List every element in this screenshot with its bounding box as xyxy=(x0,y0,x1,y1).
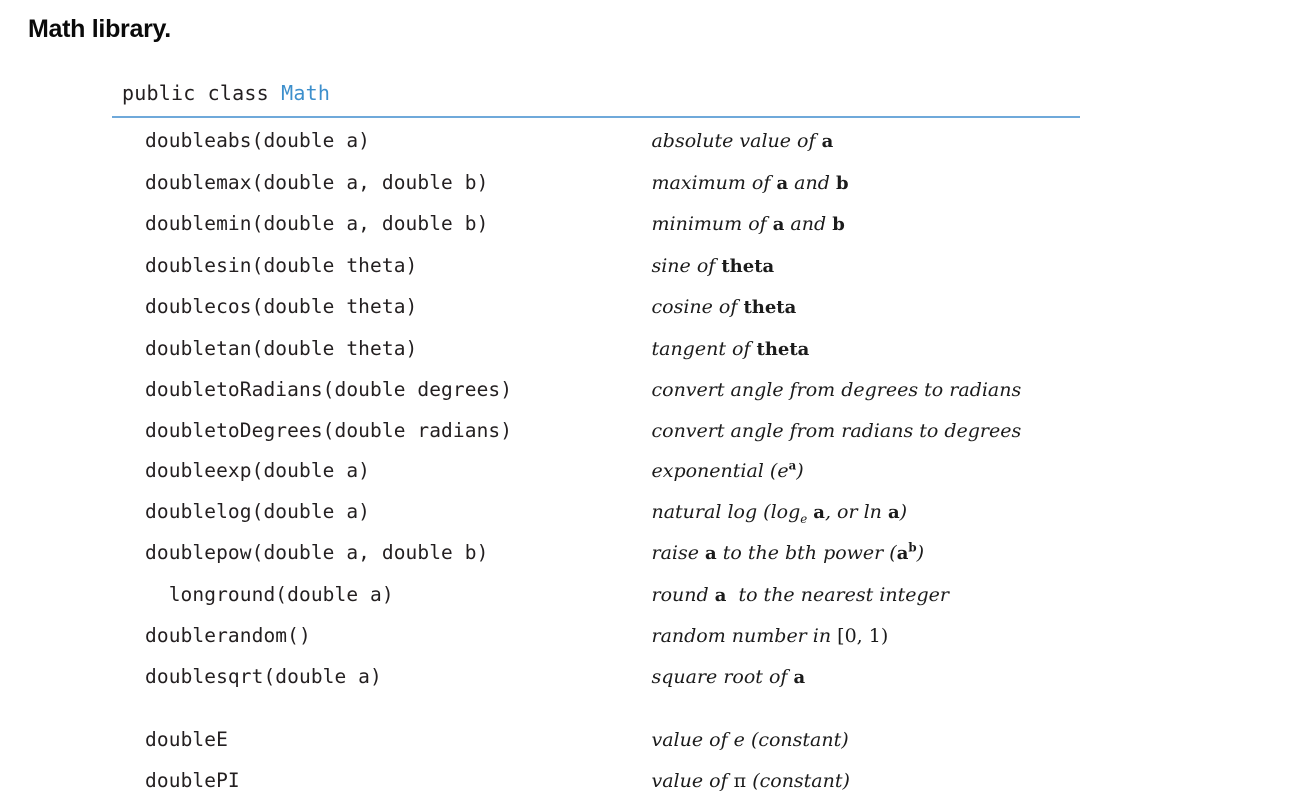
method-description: random number in [0, 1) xyxy=(651,616,1212,657)
method-signature: PI xyxy=(216,761,651,801)
method-description: minimum of a and b xyxy=(651,204,1212,246)
method-signature: toRadians(double degrees) xyxy=(216,370,651,411)
method-description: natural log (loge a, or ln a) xyxy=(651,492,1212,534)
method-signature: cos(double theta) xyxy=(216,287,651,329)
method-description: square root of a xyxy=(651,657,1212,699)
method-description: round a to the nearest integer xyxy=(651,575,1212,617)
return-type: long xyxy=(112,575,216,617)
method-description: maximum of a and b xyxy=(651,163,1212,205)
return-type: double xyxy=(112,329,216,371)
class-name-math: Math xyxy=(281,81,330,105)
method-signature: tan(double theta) xyxy=(216,329,651,371)
return-type: double xyxy=(112,370,216,411)
method-signature: max(double a, double b) xyxy=(216,163,651,205)
class-declaration-keywords: public class xyxy=(122,81,281,105)
method-description: exponential (ea) xyxy=(651,451,1212,492)
return-type: double xyxy=(112,121,216,163)
return-type: double xyxy=(112,533,216,575)
method-signature: exp(double a) xyxy=(216,451,651,492)
method-description: convert angle from radians to degrees xyxy=(651,411,1212,452)
section-spacer xyxy=(112,698,1212,720)
method-description: value of e (constant) xyxy=(651,720,1212,761)
return-type: double xyxy=(112,720,216,761)
return-type: double xyxy=(112,411,216,452)
method-signature: sqrt(double a) xyxy=(216,657,651,699)
method-signature: pow(double a, double b) xyxy=(216,533,651,575)
page-title: Math library. xyxy=(28,14,171,44)
method-signature: sin(double theta) xyxy=(216,246,651,288)
method-signature: min(double a, double b) xyxy=(216,204,651,246)
return-type: double xyxy=(112,616,216,657)
return-type: double xyxy=(112,163,216,205)
method-description: convert angle from degrees to radians xyxy=(651,370,1212,411)
header-rule xyxy=(112,116,1080,118)
method-description: tangent of theta xyxy=(651,329,1212,371)
method-description: sine of theta xyxy=(651,246,1212,288)
return-type: double xyxy=(112,204,216,246)
method-description: absolute value of a xyxy=(651,121,1212,163)
method-description: raise a to the bth power (ab) xyxy=(651,533,1212,575)
method-signature: random() xyxy=(216,616,651,657)
return-type: double xyxy=(112,761,216,801)
method-signature: toDegrees(double radians) xyxy=(216,411,651,452)
method-signature: E xyxy=(216,720,651,761)
return-type: double xyxy=(112,492,216,534)
method-signature: abs(double a) xyxy=(216,121,651,163)
return-type: double xyxy=(112,287,216,329)
method-signature: log(double a) xyxy=(216,492,651,534)
method-signature: round(double a) xyxy=(216,575,651,617)
return-type: double xyxy=(112,246,216,288)
method-description: cosine of theta xyxy=(651,287,1212,329)
return-type: double xyxy=(112,657,216,699)
return-type: double xyxy=(112,451,216,492)
class-declaration: public class Math xyxy=(112,78,1212,108)
method-description: value of π (constant) xyxy=(651,761,1212,801)
